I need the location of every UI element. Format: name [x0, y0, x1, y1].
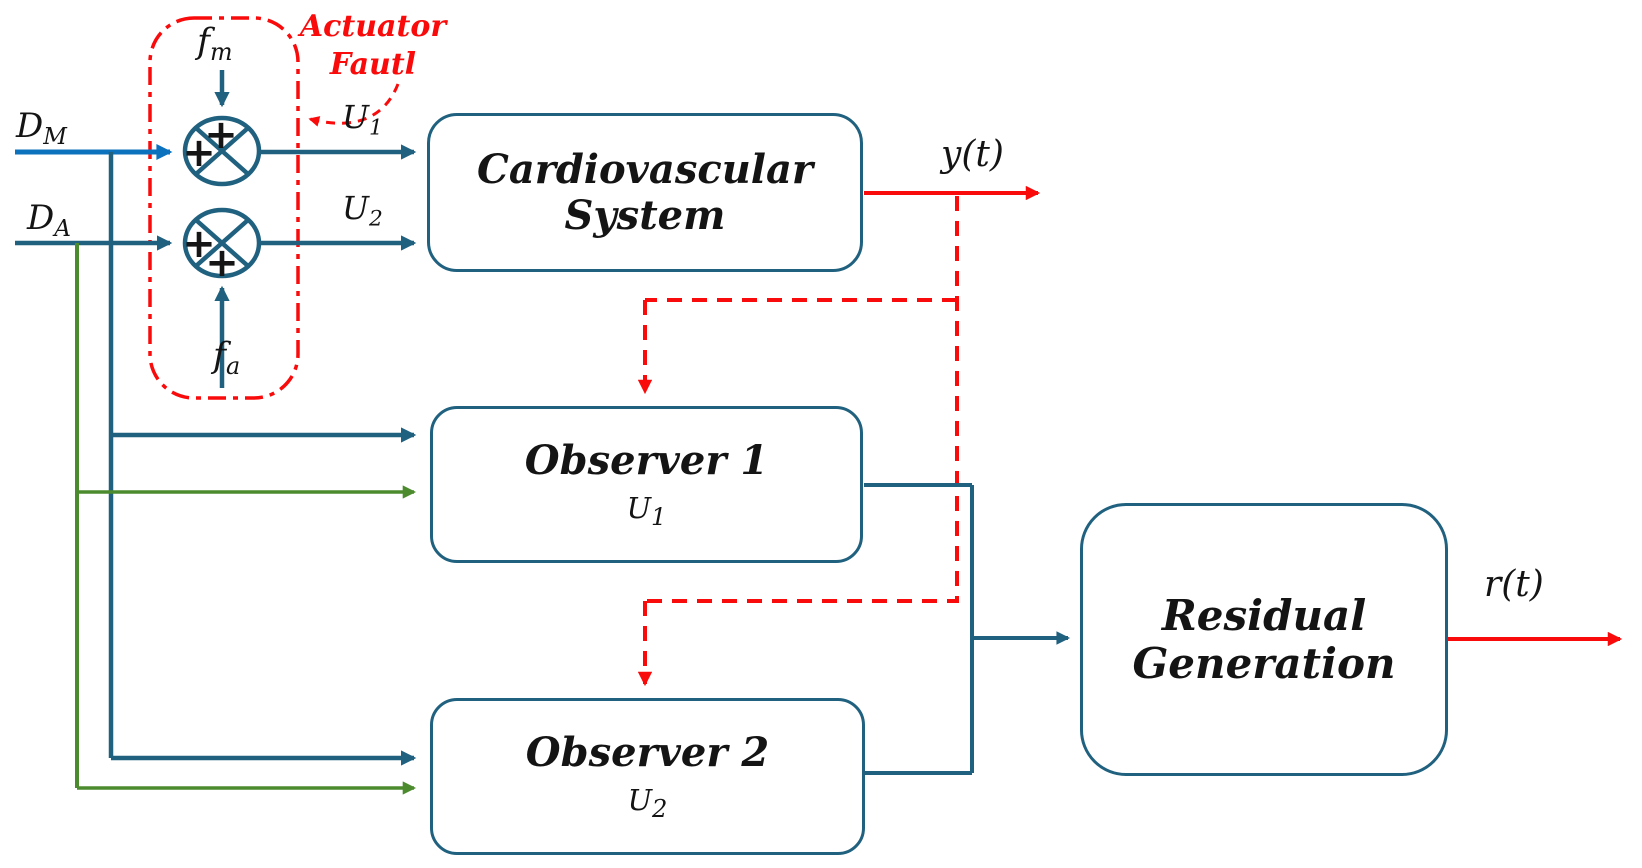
observer2-u2-label: U2 [628, 783, 668, 823]
sum-junction-1: + + [182, 112, 262, 187]
input-da-label: DA [27, 198, 71, 242]
cardiovascular-title-line1: Cardiovascular [477, 145, 813, 193]
sum1-cross [194, 126, 250, 176]
actuator-fault-line2: Fautl [329, 46, 417, 82]
dm-sub: M [43, 123, 67, 150]
da-sub: A [54, 215, 71, 242]
residual-generation-block: Residual Generation [1080, 503, 1448, 776]
dm-branch-lines [108, 152, 417, 766]
sum-junction-2: + + [182, 207, 262, 286]
signal-u1-label: U1 [342, 98, 383, 141]
observer2-block: Observer 2 U2 [430, 698, 865, 855]
signal-u2-label: U2 [342, 189, 383, 232]
sum2-cross [194, 218, 250, 268]
input-dm-label: DM [16, 106, 67, 150]
actuator-fault-annotation: Actuator Fautl [298, 8, 448, 83]
u1-base: U [342, 98, 369, 136]
sum1-plus-top: + [204, 112, 238, 158]
fault-fa-label: fa [213, 336, 240, 380]
observer-output-lines [864, 483, 1071, 775]
sum2-plus-left: + [182, 221, 216, 267]
da-base: D [27, 198, 55, 238]
observer1-block: Observer 1 U1 [430, 406, 863, 563]
residual-title-line1: Residual [1161, 590, 1367, 640]
observer1-title: Observer 1 [524, 437, 769, 485]
fm-sub: m [209, 38, 233, 67]
sum2-plus-bottom: + [205, 240, 239, 286]
da-branch-lines [75, 243, 416, 795]
fm-base: f [197, 22, 210, 62]
output-rt-label: r(t) [1484, 564, 1544, 605]
u2-sub: 2 [652, 794, 668, 823]
u1-sub: 1 [651, 502, 667, 531]
sum1-circle [182, 115, 262, 187]
residual-title-line2: Generation [1132, 638, 1396, 688]
u1-base: U [626, 490, 652, 525]
u2-base: U [627, 782, 653, 817]
observer1-u1-label: U1 [627, 491, 667, 531]
cardiovascular-system-block: Cardiovascular System [427, 113, 863, 272]
output-yt-label: y(t) [941, 134, 1004, 175]
fa-sub: a [225, 352, 241, 381]
sum2-circle [182, 207, 262, 279]
dm-base: D [16, 106, 44, 146]
fault-fm-label: fm [197, 22, 233, 66]
cardiovascular-title-line2: System [564, 191, 726, 239]
u2-base: U [342, 189, 369, 227]
u2-sub: 2 [368, 206, 383, 232]
fa-base: f [213, 336, 226, 376]
observer2-title: Observer 2 [525, 729, 770, 777]
sum1-plus-left: + [182, 130, 216, 176]
actuator-fault-line1: Actuator [299, 9, 447, 44]
u1-sub: 1 [368, 115, 383, 141]
